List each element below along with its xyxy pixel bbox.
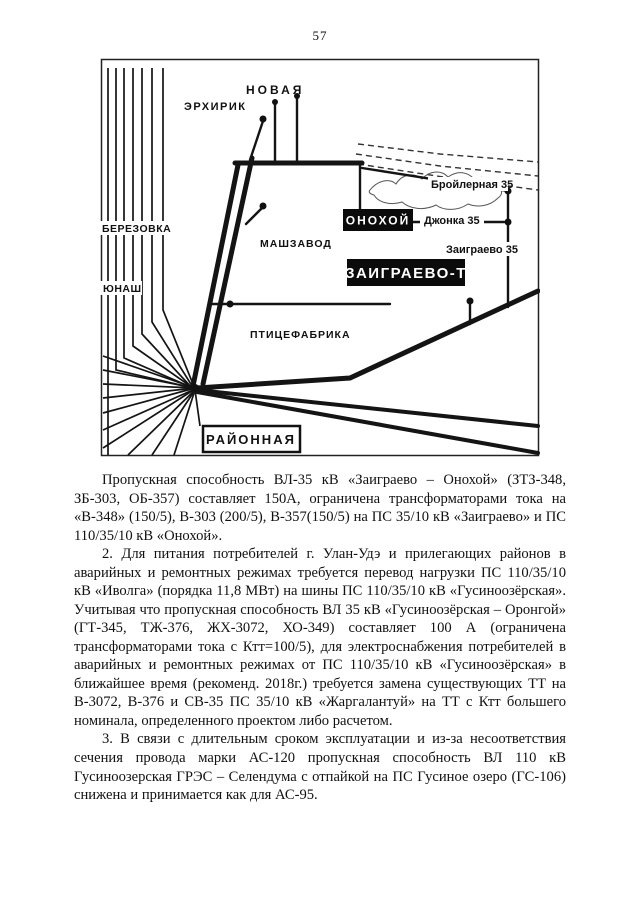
rayonnaya-box — [201, 424, 302, 454]
map-border — [100, 58, 540, 457]
onohoy-box — [343, 209, 413, 231]
label-zaigraevo35-bg — [442, 242, 518, 256]
label-broylernaya-bg — [428, 177, 508, 191]
label-mashzavod-bg — [256, 236, 332, 250]
label-yunash-bg — [100, 281, 142, 295]
label-zaigraevo-t: ЗАИГРАЕВО-Т — [345, 265, 467, 282]
paragraph-item-2: 2. Для питания потребителей г. Улан-Удэ … — [74, 546, 566, 729]
paragraph-item-3: 3. В связи с длительным сроком эксплуата… — [74, 731, 566, 804]
label-broylernaya: Бройлерная 35 — [431, 179, 513, 191]
label-berezovka: БЕРЕЗОВКА — [102, 223, 171, 235]
label-ptitsefabrika: ПТИЦЕФАБРИКА — [250, 329, 351, 341]
label-dzhonka-bg — [420, 213, 484, 227]
label-yunash: ЮНАШ — [103, 283, 142, 295]
label-rayonnaya: РАЙОННАЯ — [206, 432, 296, 447]
network-map: НОВАЯ ЭРХИРИК БЕРЕЗОВКА ЮНАШ МАШЗАВОД ПТ… — [100, 58, 541, 457]
label-onohoy: ОНОХОЙ — [346, 213, 411, 228]
label-berezovka-bg — [100, 221, 166, 235]
zaigraevo-t-box — [347, 259, 465, 286]
label-novaya: НОВАЯ — [246, 83, 304, 97]
main-transmission-lines — [190, 155, 541, 455]
hub-fan-lines — [102, 355, 201, 456]
label-dzhonka: Джонка 35 — [424, 215, 480, 227]
label-erhirik: ЭРХИРИК — [184, 101, 246, 113]
label-zaigraevo35: Заиграево 35 — [446, 244, 518, 256]
network-map-container: НОВАЯ ЭРХИРИК БЕРЕЗОВКА ЮНАШ МАШЗАВОД ПТ… — [100, 58, 541, 463]
label-mashzavod: МАШЗАВОД — [260, 238, 332, 250]
paragraph-capacity: Пропускная способность ВЛ-35 кВ «Заиграе… — [74, 472, 566, 544]
page-number: 57 — [312, 28, 328, 43]
body-text: Пропускная способность ВЛ-35 кВ «Заиграе… — [74, 471, 566, 805]
label-ptitsefabrika-bg — [246, 327, 358, 341]
substation-dots — [191, 93, 512, 392]
